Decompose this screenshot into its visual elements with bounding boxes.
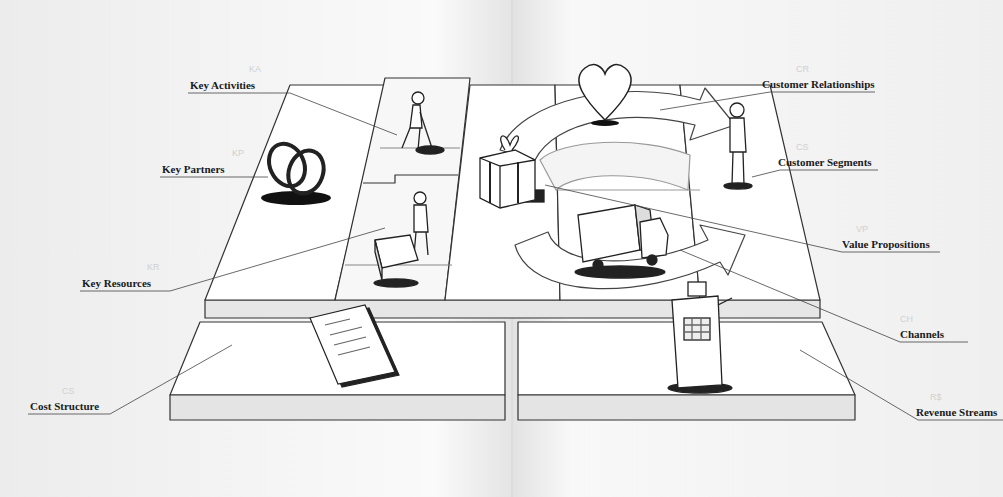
cargo — [578, 205, 640, 262]
machine — [375, 235, 418, 268]
legs — [402, 128, 420, 150]
leader-line — [80, 228, 385, 291]
canvas-board — [205, 78, 820, 318]
heart-icon — [579, 65, 631, 126]
callout-label: Key Partners — [162, 163, 225, 176]
customer-icon — [724, 103, 752, 189]
truck-icon — [575, 205, 668, 278]
icon-shadow — [724, 183, 752, 189]
ribbon — [490, 162, 518, 203]
body — [730, 118, 746, 152]
wheel — [647, 255, 657, 265]
ring — [262, 138, 311, 192]
callout-label: Cost Structure — [30, 400, 99, 413]
body — [414, 205, 428, 232]
body — [410, 105, 422, 128]
block-split — [556, 189, 700, 190]
block-edge — [518, 395, 855, 420]
board-edge — [205, 300, 820, 318]
gift-box — [480, 150, 535, 208]
cab — [640, 218, 668, 258]
leader-lines — [28, 92, 1003, 420]
block-abbreviation: CS — [62, 386, 75, 397]
bow — [501, 136, 519, 150]
callout-label: Channels — [900, 328, 944, 341]
bill-icon — [310, 305, 399, 387]
leader-line — [545, 185, 940, 252]
worker-icon — [402, 92, 444, 154]
register-body — [672, 296, 722, 388]
head — [412, 92, 424, 104]
head — [730, 103, 744, 117]
block-abbreviation: KP — [232, 148, 244, 159]
block-abbreviation: CR — [796, 64, 809, 75]
callout-label: Customer Relationships — [762, 78, 875, 91]
block-abbreviation: CS — [796, 142, 809, 153]
book-page — [512, 0, 1003, 497]
leader-line — [28, 345, 232, 414]
wheel — [593, 260, 603, 270]
keypad — [684, 318, 710, 340]
callout-label: Revenue Streams — [916, 406, 997, 419]
crank — [718, 298, 732, 305]
shovel — [420, 112, 432, 148]
register-icon — [668, 282, 732, 393]
callout-label: Key Resources — [82, 277, 151, 290]
bottom-blocks — [170, 322, 855, 420]
heart-shape — [579, 65, 631, 120]
block-abbreviation: CH — [900, 314, 913, 325]
rings-icon — [261, 138, 331, 205]
block-edge — [170, 395, 505, 420]
leader-line — [660, 92, 875, 110]
keys — [684, 318, 710, 340]
machine-side — [375, 240, 382, 280]
callout-label: Key Activities — [190, 79, 255, 92]
legs — [414, 232, 428, 255]
paper — [310, 305, 395, 384]
gift-icon — [480, 136, 544, 208]
icon-shadow — [575, 266, 665, 278]
legs — [732, 152, 744, 185]
resource-icon — [374, 192, 428, 287]
display — [688, 282, 706, 296]
callout-label: Value Propositions — [842, 238, 930, 251]
flow-arrows — [500, 88, 745, 289]
head — [414, 192, 426, 204]
leader-line — [680, 250, 968, 342]
callout-label: Customer Segments — [778, 156, 872, 169]
ring — [283, 146, 330, 199]
leader-line — [188, 93, 397, 135]
block-abbreviation: R$ — [930, 392, 942, 403]
book-page — [0, 0, 512, 497]
gift-edges — [480, 158, 535, 208]
leader-line — [160, 177, 268, 178]
curved-band — [540, 142, 690, 190]
block-split — [363, 175, 458, 183]
text-lines — [325, 319, 370, 355]
block-abbreviation: VP — [856, 224, 868, 235]
leader-line — [800, 350, 1003, 420]
leader-line — [752, 170, 878, 177]
hole — [416, 146, 444, 154]
block-abbreviation: KA — [249, 64, 261, 75]
block-abbreviation: KR — [147, 262, 160, 273]
icon-shadow — [374, 279, 418, 287]
